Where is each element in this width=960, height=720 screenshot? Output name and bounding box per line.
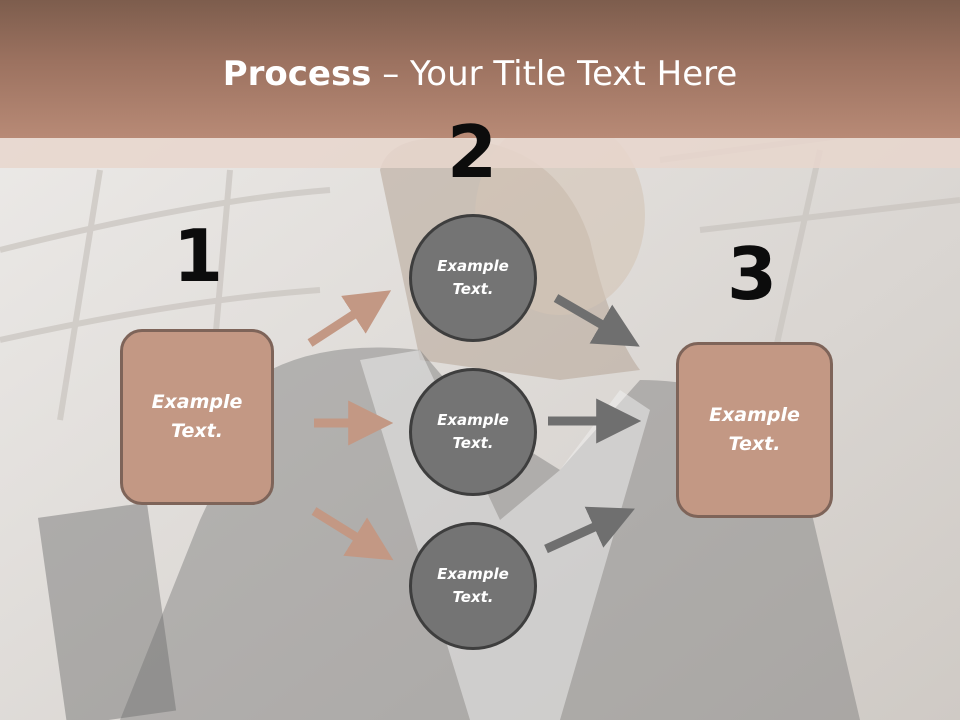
title-rest: – Your Title Text Here (371, 54, 738, 94)
circle-top-line1: Example (437, 257, 509, 275)
circle-middle-line2: Text. (452, 434, 494, 452)
left-box-line1: Example (151, 391, 243, 413)
arrow-left-to-bottom (311, 507, 394, 561)
title-bold: Process (222, 54, 372, 94)
arrow-top-to-right (553, 294, 640, 347)
circle-bottom-line2: Text. (452, 588, 494, 606)
step-number-2: 2 (446, 110, 498, 194)
arrow-bottom-to-right (544, 506, 635, 554)
circle-bottom-line1: Example (437, 565, 509, 583)
title-bar (0, 0, 960, 138)
right-box-line1: Example (709, 404, 800, 426)
step-number-1: 1 (172, 214, 224, 298)
title-bar-strip (0, 138, 960, 168)
right-box-line2: Text. (728, 433, 781, 455)
circle-top-line2: Text. (452, 280, 494, 298)
slide-title: Process – Your Title Text Here (0, 52, 960, 96)
circle-middle-line1: Example (437, 411, 509, 429)
step-number-3: 3 (726, 232, 778, 316)
arrow-left-to-top (307, 290, 392, 347)
left-box-line2: Text. (171, 420, 223, 442)
